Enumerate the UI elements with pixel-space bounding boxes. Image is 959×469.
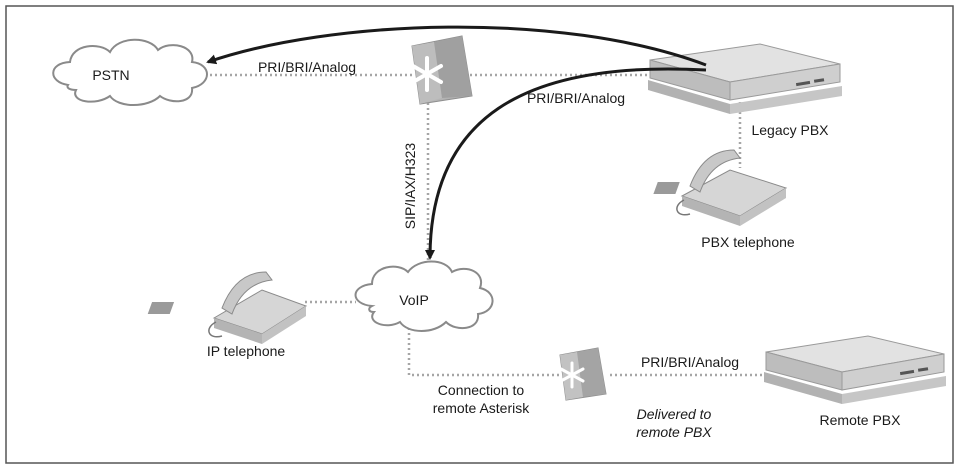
pstn-asterisk-link-label: PRI/BRI/Analog	[258, 59, 356, 75]
link-voip-remote-asterisk	[407, 318, 560, 377]
asterisk-legacy-link-label: PRI/BRI/Analog	[527, 90, 625, 106]
delivered-label-line1: Delivered to	[637, 406, 712, 422]
diagram-border	[5, 5, 954, 464]
pbx-telephone-icon	[653, 149, 788, 226]
pstn-label: PSTN	[92, 67, 129, 83]
connection-label-line1: Connection to	[438, 382, 525, 398]
delivered-label-line2: remote PBX	[636, 424, 712, 440]
connection-label-line2: remote Asterisk	[433, 400, 530, 416]
remote-pbx-label: Remote PBX	[820, 412, 902, 428]
voip-cloud	[354, 260, 494, 332]
dotted-links	[205, 73, 770, 377]
asterisk-voip-link-label: SIP/IAX/H323	[402, 143, 418, 230]
arrow-legacy-to-voip	[425, 67, 707, 260]
remote-pbx-device	[764, 335, 946, 404]
ip-telephone-icon	[147, 271, 308, 344]
legacy-pbx-label: Legacy PBX	[751, 122, 829, 138]
pstn-cloud	[52, 38, 208, 106]
remote-link-label: PRI/BRI/Analog	[641, 354, 739, 370]
legacy-pbx-device	[648, 43, 842, 114]
arrow-legacy-to-pstn	[206, 25, 707, 67]
asterisk-glyph	[411, 56, 443, 92]
remote-asterisk-glyph	[559, 361, 585, 389]
remote-asterisk-server-icon	[559, 347, 607, 401]
ip-telephone-label: IP telephone	[207, 343, 286, 359]
call-flow-arrows	[206, 25, 707, 260]
voip-label: VoIP	[399, 292, 429, 308]
pbx-telephone-label: PBX telephone	[701, 234, 795, 250]
asterisk-server-icon	[411, 35, 473, 105]
